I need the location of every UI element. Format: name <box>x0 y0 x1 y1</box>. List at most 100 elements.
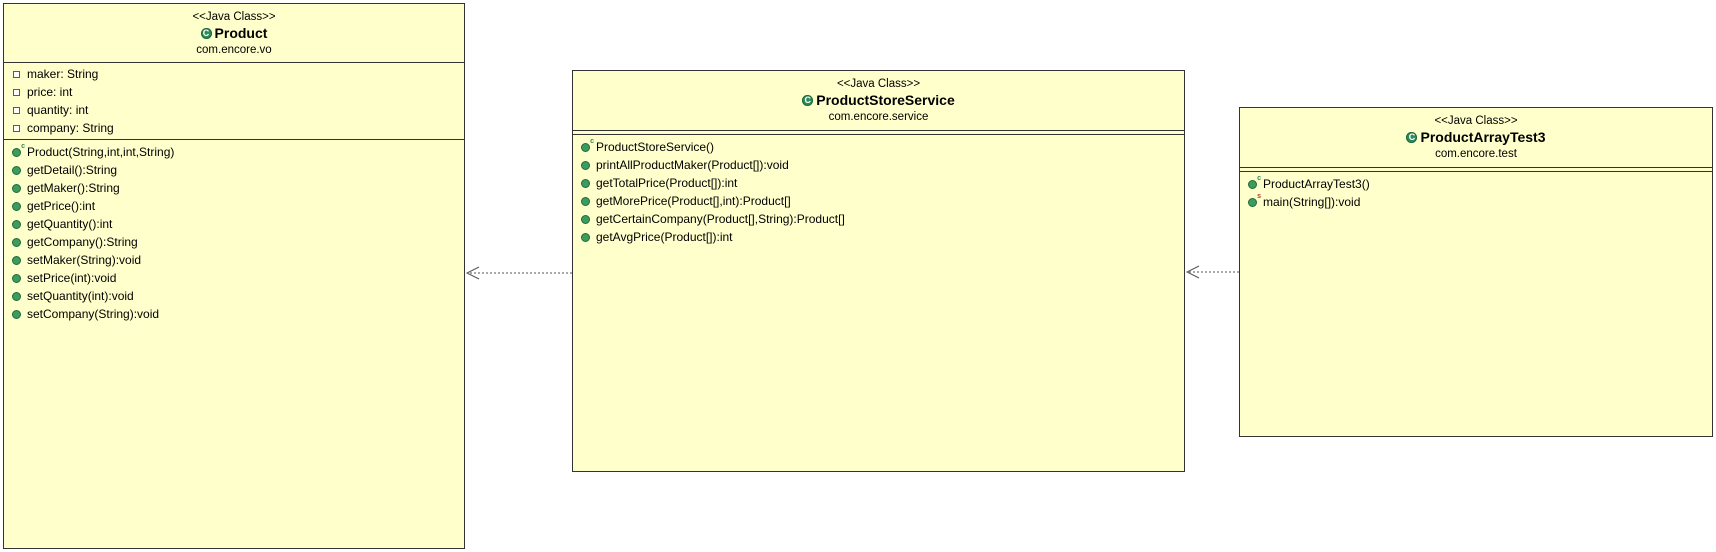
method-text: printAllProductMaker(Product[]):void <box>596 158 789 172</box>
method-text: getMaker():String <box>27 181 120 195</box>
constructor-icon: c <box>1248 175 1261 189</box>
private-field-icon <box>13 106 20 114</box>
class-name: ProductStoreService <box>816 92 955 108</box>
method-text: getCertainCompany(Product[],String):Prod… <box>596 212 845 226</box>
field-row: price: int <box>11 83 464 101</box>
method-text: setCompany(String):void <box>27 307 160 321</box>
public-method-icon <box>12 291 21 301</box>
method-text: main(String[]):void <box>1263 195 1361 209</box>
method-text: getCompany():String <box>27 235 138 249</box>
class-name: Product <box>214 25 268 41</box>
class-icon: C <box>200 27 212 39</box>
public-method-icon <box>581 196 590 206</box>
field-text: price: int <box>27 85 73 99</box>
method-row: getCompany():String <box>11 233 464 251</box>
class-title: C Product <box>4 24 464 42</box>
public-method-icon <box>581 160 590 170</box>
method-row: setMaker(String):void <box>11 251 464 269</box>
method-row: getTotalPrice(Product[]):int <box>580 174 1184 192</box>
methods-divider <box>1240 171 1712 172</box>
class-product-array-test3[interactable]: <<Java Class>> C ProductArrayTest3 com.e… <box>1239 107 1713 437</box>
dependency-service-to-product[interactable] <box>465 266 572 280</box>
method-text: setQuantity(int):void <box>27 289 134 303</box>
private-field-icon <box>13 124 20 132</box>
stereotype-label: <<Java Class>> <box>836 78 921 90</box>
method-row: setQuantity(int):void <box>11 287 464 305</box>
method-row: getMaker():String <box>11 179 464 197</box>
static-method-icon: s <box>1248 193 1261 207</box>
constructor-icon: c <box>12 143 25 157</box>
stereotype-label: <<Java Class>> <box>1434 115 1518 127</box>
class-icon: C <box>1406 131 1418 143</box>
methods-divider <box>573 134 1184 135</box>
class-header: <<Java Class>> C Product com.encore.vo <box>4 4 464 58</box>
public-method-icon <box>581 232 590 242</box>
class-header: <<Java Class>> C ProductArrayTest3 com.e… <box>1240 108 1712 162</box>
public-method-icon <box>12 165 21 175</box>
method-text: setPrice(int):void <box>27 271 117 285</box>
method-row: getDetail():String <box>11 161 464 179</box>
method-row: printAllProductMaker(Product[]):void <box>580 156 1184 174</box>
fields-divider <box>1240 167 1712 168</box>
method-text: ProductStoreService() <box>596 140 715 154</box>
private-field-icon <box>13 70 20 78</box>
class-name: ProductArrayTest3 <box>1420 129 1546 145</box>
method-text: getQuantity():int <box>27 217 113 231</box>
method-text: getAvgPrice(Product[]):int <box>596 230 733 244</box>
public-method-icon <box>12 273 21 283</box>
class-product[interactable]: <<Java Class>> C Product com.encore.vo m… <box>3 3 465 549</box>
method-text: Product(String,int,int,String) <box>27 145 175 159</box>
field-text: quantity: int <box>27 103 89 117</box>
package-label: com.encore.vo <box>196 44 272 56</box>
public-method-icon <box>12 183 21 193</box>
method-text: getDetail():String <box>27 163 118 177</box>
fields-divider <box>573 130 1184 131</box>
package-label: com.encore.test <box>1435 148 1517 160</box>
class-product-store-service[interactable]: <<Java Class>> C ProductStoreService com… <box>572 70 1185 472</box>
public-method-icon <box>12 219 21 229</box>
public-method-icon <box>12 255 21 265</box>
public-method-icon <box>12 237 21 247</box>
method-text: getPrice():int <box>27 199 96 213</box>
field-row: quantity: int <box>11 101 464 119</box>
method-text: getMorePrice(Product[],int):Product[] <box>596 194 791 208</box>
public-method-icon <box>12 201 21 211</box>
method-text: setMaker(String):void <box>27 253 142 267</box>
stereotype-label: <<Java Class>> <box>192 11 276 23</box>
field-text: maker: String <box>27 67 99 81</box>
fields-divider <box>4 62 464 63</box>
method-row: getPrice():int <box>11 197 464 215</box>
method-row: getAvgPrice(Product[]):int <box>580 228 1184 246</box>
public-method-icon <box>12 309 21 319</box>
method-text: getTotalPrice(Product[]):int <box>596 176 738 190</box>
class-title: C ProductArrayTest3 <box>1240 128 1712 146</box>
fields-compartment: maker: String price: int quantity: int c… <box>4 63 464 139</box>
field-row: maker: String <box>11 65 464 83</box>
method-text: ProductArrayTest3() <box>1263 177 1370 191</box>
class-icon: C <box>802 94 814 106</box>
method-row: getQuantity():int <box>11 215 464 233</box>
class-title: C ProductStoreService <box>573 91 1184 109</box>
package-label: com.encore.service <box>828 111 929 123</box>
method-row: getCertainCompany(Product[],String):Prod… <box>580 210 1184 228</box>
method-row: getMorePrice(Product[],int):Product[] <box>580 192 1184 210</box>
constructor-icon: c <box>581 138 594 152</box>
public-method-icon <box>581 178 590 188</box>
dependency-test-to-service[interactable] <box>1185 265 1239 279</box>
field-text: company: String <box>27 121 114 135</box>
method-row: setCompany(String):void <box>11 305 464 323</box>
private-field-icon <box>13 88 20 96</box>
class-header: <<Java Class>> C ProductStoreService com… <box>573 71 1184 125</box>
methods-divider <box>4 139 464 140</box>
method-row: setPrice(int):void <box>11 269 464 287</box>
public-method-icon <box>581 214 590 224</box>
field-row: company: String <box>11 119 464 137</box>
